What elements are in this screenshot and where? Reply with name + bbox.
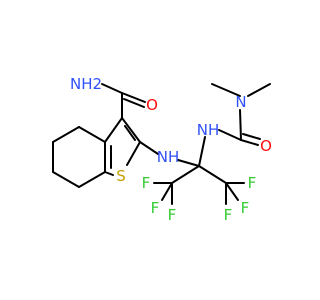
nh2-label: NH2 xyxy=(70,75,102,93)
bond xyxy=(161,182,173,201)
bond xyxy=(124,125,136,141)
nh-amine-label: NH xyxy=(157,148,180,166)
molecule-structure: NH2 O S NH NH O N F F F F F F xyxy=(52,75,272,224)
bond xyxy=(247,83,271,97)
bond xyxy=(171,165,200,184)
f-left-bot-label: F xyxy=(168,206,177,224)
nh-urea-label: NH xyxy=(197,121,220,139)
bond xyxy=(104,117,123,143)
bond xyxy=(126,141,141,166)
bond xyxy=(52,126,80,143)
bond xyxy=(218,129,242,141)
bond xyxy=(239,109,242,141)
bond xyxy=(225,182,239,201)
bond xyxy=(123,98,145,108)
bond xyxy=(78,126,106,143)
f-right-top-label: F xyxy=(248,174,257,192)
bond xyxy=(177,159,200,167)
atom-labels: NH2 O S NH NH O N F F F F F F xyxy=(70,75,272,224)
s-thio-label: S xyxy=(116,167,126,185)
f-right-mid-label: F xyxy=(241,199,250,217)
bond xyxy=(139,141,159,155)
bond xyxy=(198,165,227,184)
bond xyxy=(52,171,80,188)
bond xyxy=(78,171,106,188)
bond xyxy=(121,117,141,143)
bond xyxy=(242,133,261,140)
bond xyxy=(240,139,259,146)
bond xyxy=(198,136,206,167)
o-urea-label: O xyxy=(260,137,272,155)
f-left-top-label: F xyxy=(142,174,151,192)
f-right-bot-label: F xyxy=(224,206,233,224)
bond xyxy=(121,92,146,103)
bond xyxy=(104,171,114,176)
bond xyxy=(101,83,123,94)
o-amide-label: O xyxy=(146,96,158,114)
f-left-mid-label: F xyxy=(151,199,160,217)
molecule-svg: NH2 O S NH NH O N F F F F F F xyxy=(52,75,272,224)
n-urea-label: N xyxy=(235,93,246,111)
bonds xyxy=(52,83,271,205)
bond xyxy=(211,83,241,97)
